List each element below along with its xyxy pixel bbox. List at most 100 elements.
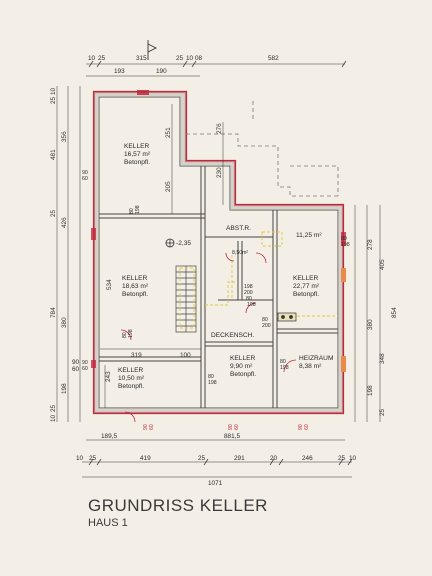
dim-in-80b: 198	[244, 284, 253, 290]
dim-left-198: 198	[61, 383, 68, 394]
dim-door-90b: 90	[228, 424, 234, 430]
dim-door-90a: 90	[143, 424, 149, 430]
red-markings	[91, 90, 346, 372]
dim-bottom-419: 419	[140, 455, 151, 462]
room-keller-1-name: KELLER	[124, 143, 150, 150]
room-labels: KELLER 16,57 m² Betonpfl. KELLER 18,63 m…	[118, 143, 333, 390]
room-keller-3-area: 10,50 m²	[118, 375, 145, 382]
room-area-8-50: 8,50m²	[232, 250, 248, 256]
dim-in-534: 534	[106, 279, 113, 290]
dim-left-25c: 25	[50, 404, 57, 412]
dim-left-10: 10	[50, 87, 57, 95]
room-keller-4-floor: Betonpfl.	[230, 371, 256, 378]
dim-door-60b: 60	[234, 424, 240, 430]
dim-door-60c: 60	[304, 424, 310, 430]
dim-left-25-10: 25	[50, 96, 57, 104]
dim-in-60b: 60	[82, 366, 88, 372]
dim-left-25b: 25	[50, 209, 57, 217]
right-dimensions: 278 405 854 380 348 198 25	[367, 239, 398, 416]
door-swings	[120, 252, 297, 423]
room-keller-3-floor: Betonpfl.	[118, 383, 144, 390]
plan-title: GRUNDRISS KELLER	[88, 496, 268, 515]
interior-dimensions: 251 205 276 230 534 319 100 243 90 60 80…	[82, 123, 350, 430]
dim-left-356: 356	[61, 131, 68, 142]
room-keller-4-area: 9,90 m²	[230, 363, 253, 370]
room-heizraum-area: 8,38 m²	[299, 363, 322, 370]
staircase	[175, 265, 197, 333]
dim-in-80a: 80	[129, 208, 135, 214]
dim-left-481: 481	[50, 149, 57, 160]
room-keller-3-name: KELLER	[118, 367, 144, 374]
dim-top-190: 190	[156, 68, 167, 75]
dashed-outline	[186, 101, 339, 197]
room-keller-4-name: KELLER	[230, 355, 256, 362]
dim-in-198a: 198	[135, 205, 141, 214]
dim-bottom-189-5: 189,5	[101, 433, 117, 440]
room-keller-1-floor: Betonpfl.	[124, 159, 150, 166]
dim-bottom-881-5: 881,5	[224, 433, 240, 440]
dim-in-80d: 80	[122, 332, 128, 338]
dim-in-198f: 198	[341, 242, 350, 248]
dim-bottom-25c: 25	[338, 455, 346, 462]
room-keller-2-area: 18,63 m²	[122, 283, 149, 290]
dim-top-25b: 25	[176, 55, 184, 62]
top-dimensions: 10 25 315 25 10 08 582 193 190	[88, 55, 279, 75]
dim-right-380: 380	[367, 319, 374, 330]
dim-in-100: 100	[180, 352, 191, 359]
dim-bottom-25a: 25	[89, 455, 97, 462]
dim-top-582: 582	[268, 55, 279, 62]
outer-walls	[92, 90, 345, 415]
dim-in-243: 243	[105, 371, 112, 382]
dim-top-193: 193	[114, 68, 125, 75]
dim-in-80f: 80	[280, 359, 286, 365]
dim-top-25a: 25	[98, 55, 106, 62]
dim-in-80h: 80	[341, 236, 347, 242]
dim-top-10: 10	[88, 55, 96, 62]
dim-right-198: 198	[367, 385, 374, 396]
room-keller-5-floor: Betonpfl.	[293, 291, 319, 298]
left-dimensions: 25 10 356 481 25 426 784 380 90 60 198 1…	[50, 87, 80, 422]
dim-top-315: 315	[136, 55, 147, 62]
dim-in-230: 230	[216, 167, 223, 178]
dim-in-80g: 80	[262, 317, 268, 323]
level-marker-icon	[165, 238, 175, 248]
dim-left-380: 380	[61, 317, 68, 328]
level-label: -2,35	[176, 240, 191, 247]
dim-in-251: 251	[165, 127, 172, 138]
plan-subtitle: HAUS 1	[88, 517, 128, 529]
section-arrow-icon	[147, 40, 158, 60]
dim-in-319: 319	[131, 352, 142, 359]
dim-bottom-10: 10	[76, 455, 84, 462]
dimension-ticks	[88, 60, 353, 466]
dim-bottom-246: 246	[302, 455, 313, 462]
dim-door-90c: 90	[298, 424, 304, 430]
dim-left-10b: 10	[50, 414, 57, 422]
dim-left-90: 90	[72, 359, 80, 366]
room-keller-1-area: 16,57 m²	[124, 151, 151, 158]
dim-bottom-10b: 10	[349, 455, 357, 462]
dim-in-200a: 200	[244, 290, 253, 296]
room-keller-2-floor: Betonpfl.	[122, 291, 148, 298]
dim-bottom-1071: 1071	[208, 480, 223, 487]
room-keller-2-name: KELLER	[122, 275, 148, 282]
dim-in-90a: 90	[82, 170, 88, 176]
dim-bottom-20: 20	[270, 455, 278, 462]
dim-in-200b: 200	[262, 323, 271, 329]
dim-in-276: 276	[216, 123, 223, 134]
dim-right-348: 348	[379, 353, 386, 364]
dim-in-60a: 60	[82, 176, 88, 182]
dim-in-80c: 80	[246, 296, 252, 302]
room-abstr-name: ABST.R.	[226, 225, 251, 232]
dim-right-405: 405	[379, 259, 386, 270]
dim-in-198c: 198	[128, 329, 134, 338]
heating-units	[277, 312, 297, 322]
interior-walls	[99, 166, 338, 408]
dim-door-60a: 60	[149, 424, 155, 430]
room-keller-5-area: 22,77 m²	[293, 283, 320, 290]
dim-in-198b: 198	[247, 302, 256, 308]
dim-right-25: 25	[379, 408, 386, 416]
dim-left-426: 426	[61, 217, 68, 228]
dim-bottom-291: 291	[234, 455, 245, 462]
dim-top-10b: 10	[186, 55, 194, 62]
dim-in-205: 205	[165, 181, 172, 192]
